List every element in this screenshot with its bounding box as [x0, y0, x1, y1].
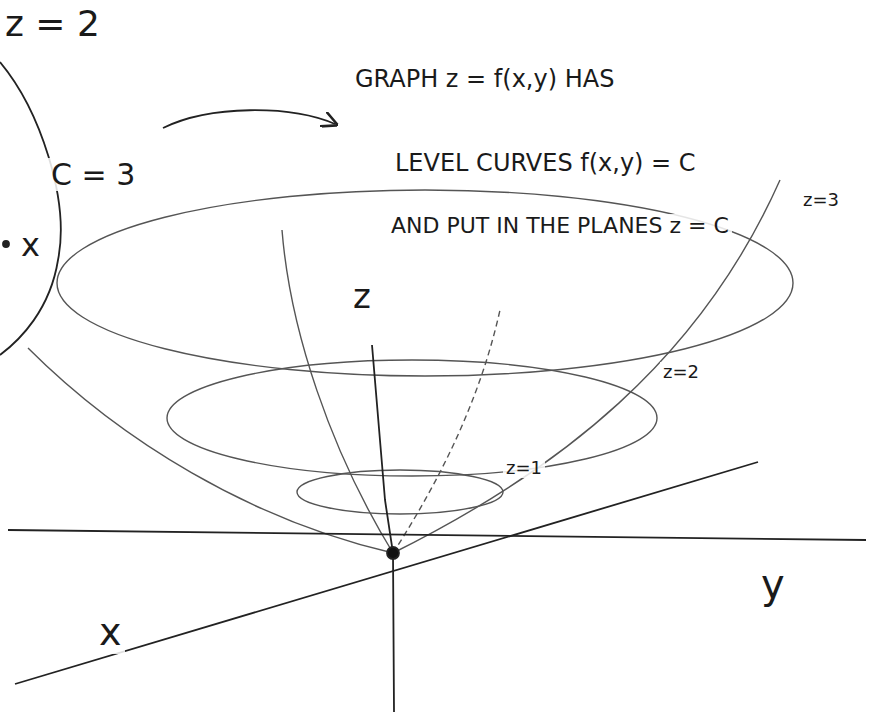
parabola-arm	[28, 348, 393, 553]
plane-label: z=2	[660, 362, 702, 382]
note: LEVEL CURVES f(x,y) = C	[392, 150, 699, 176]
axis-label: x	[96, 612, 125, 654]
plane-label: z=1	[503, 458, 545, 478]
meridian	[393, 310, 500, 553]
note: GRAPH z = f(x,y) HAS	[352, 66, 617, 92]
z-axis	[372, 345, 394, 712]
dot	[3, 241, 9, 247]
axis-label: x	[18, 228, 43, 263]
curved-arrow	[163, 110, 335, 128]
plane-label: z=3	[800, 190, 842, 210]
y-axis	[8, 530, 866, 540]
level-circle	[0, 62, 61, 355]
level-curve-sketch	[0, 62, 335, 355]
axis-label: z	[350, 278, 374, 315]
origin-dot	[387, 547, 399, 559]
note: AND PUT IN THE PLANES z = C	[388, 214, 732, 238]
axis-label: y	[758, 562, 788, 606]
level-label: z = 2	[2, 4, 103, 44]
level-label: C = 3	[48, 158, 138, 191]
level-ellipse	[297, 470, 503, 514]
surface	[28, 180, 793, 553]
x-axis	[15, 462, 758, 684]
level-ellipse	[167, 360, 657, 476]
axes	[8, 345, 866, 712]
level-ellipse	[57, 190, 793, 376]
